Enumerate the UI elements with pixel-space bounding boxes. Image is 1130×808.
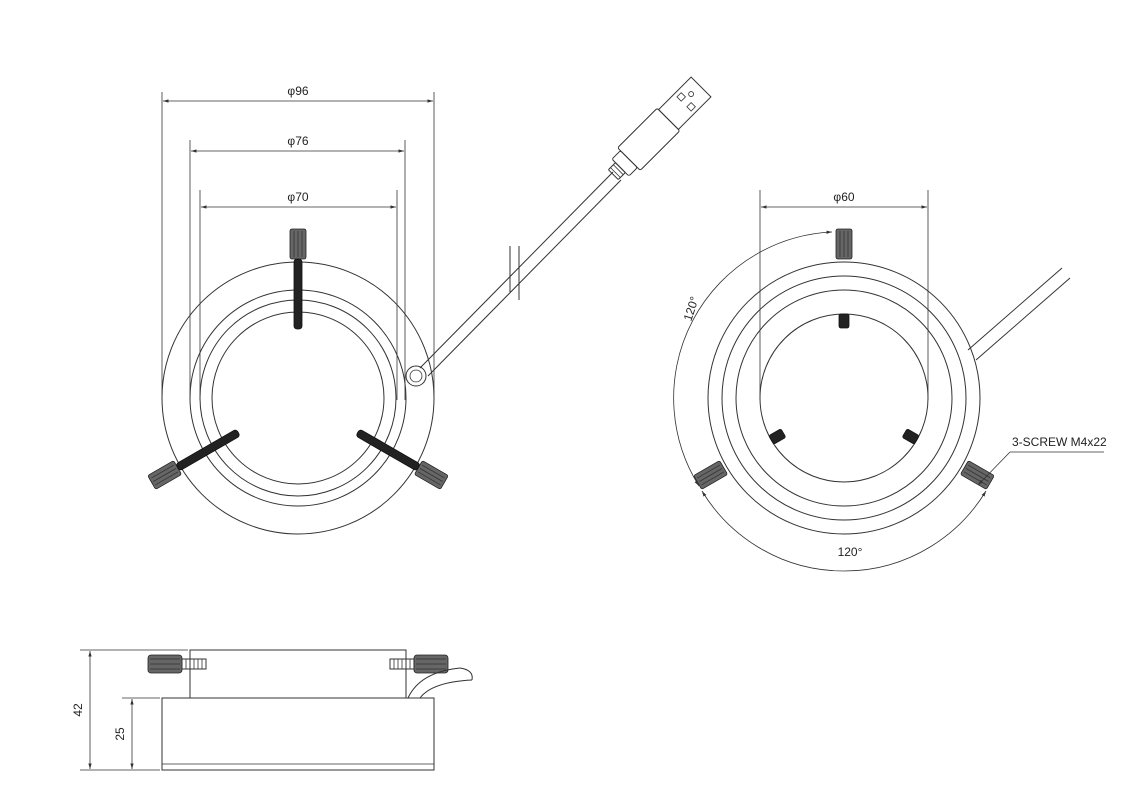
screw-note: 3-SCREW M4x22: [1012, 435, 1107, 449]
screw-shaft: [356, 429, 420, 471]
rear-view: φ60 120: [673, 190, 1107, 572]
angle-label-left: 120°: [681, 295, 702, 323]
dim-label-h25: 25: [113, 727, 127, 741]
usb-cable: [419, 171, 622, 377]
rear-outer-ring: [707, 261, 981, 535]
bottom-right-thumb-screw: [356, 429, 449, 490]
dim-label-h42: 42: [71, 703, 85, 717]
rear-top-screw: [835, 228, 853, 329]
dim-label-d70: φ70: [287, 190, 308, 204]
rear-aperture: [759, 313, 929, 483]
angle-label-bottom: 120°: [838, 545, 863, 559]
side-right-screw: [389, 654, 449, 674]
screw-shaft: [176, 429, 240, 471]
side-cable-lower: [419, 679, 473, 699]
side-view: 42 25: [71, 649, 473, 771]
housing-body: [161, 697, 435, 771]
usb-connector-icon: [608, 76, 712, 180]
inner-ring-aperture: [211, 311, 385, 485]
screw-leader-diagonal: [977, 451, 1011, 486]
bottom-left-thumb-screw: [147, 429, 240, 490]
dim-label-d96: φ96: [287, 84, 308, 98]
screw-shaft: [293, 258, 303, 330]
dim-label-d60: φ60: [833, 190, 854, 204]
screw-tip: [838, 313, 850, 329]
screw-tip: [902, 429, 919, 444]
screw-tip: [769, 429, 786, 444]
front-view: φ96 φ76 φ70: [147, 76, 712, 535]
angle-arc-bottom: [701, 490, 987, 572]
side-cable-upper: [407, 667, 461, 699]
rear-cable-edge-2: [975, 277, 1071, 361]
side-cable-end: [459, 667, 473, 681]
cable-grommet: [405, 365, 427, 387]
cable-grommet-inner: [409, 369, 423, 383]
side-left-screw: [147, 654, 207, 674]
rear-middle-ring: [721, 275, 967, 521]
top-thumb-screw: [289, 228, 307, 330]
upper-ring: [189, 649, 407, 699]
dim-label-d76: φ76: [287, 134, 308, 148]
rear-cable-edge-1: [967, 267, 1063, 351]
angle-arc-left: [673, 230, 833, 487]
